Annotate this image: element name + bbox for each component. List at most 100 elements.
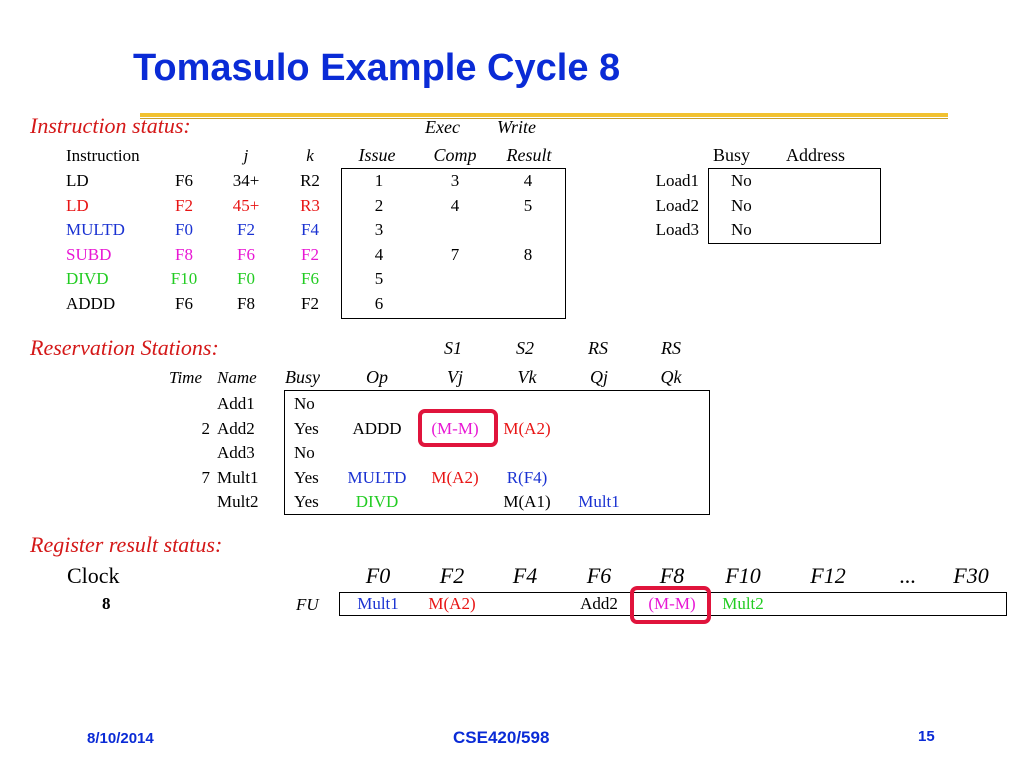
- col-vj-header: Vj: [447, 367, 463, 387]
- rs-vk: M(A1): [503, 492, 551, 512]
- instruction-dest: F10: [170, 269, 198, 289]
- register-name: F2: [439, 563, 465, 588]
- exec-comp-cycle: 3: [450, 171, 460, 190]
- register-fu: Mult2: [722, 594, 764, 613]
- title-rule: [140, 113, 948, 117]
- issue-cycle: 2: [374, 195, 384, 215]
- instruction-op: MULTD: [66, 220, 125, 240]
- s2-superheader: S2: [516, 338, 534, 358]
- register-name: F12: [810, 563, 846, 588]
- instruction-k: F6: [301, 269, 319, 289]
- issue-cycle: 5: [374, 269, 384, 289]
- issue-cycle: 4: [374, 244, 384, 264]
- instruction-status-heading: Instruction status:: [30, 113, 191, 138]
- load-buffer-busy: No: [731, 171, 752, 190]
- load-buffer-name: Load2: [655, 195, 699, 215]
- title-rule-shadow: [140, 118, 948, 119]
- rs-busy: Yes: [294, 492, 319, 512]
- instruction-j: F0: [237, 269, 255, 289]
- load-address-header: Address: [786, 145, 845, 165]
- register-status-heading: Register result status:: [30, 532, 223, 557]
- footer-page-number: 15: [918, 728, 935, 745]
- instruction-op: LD: [66, 171, 89, 190]
- instruction-j: F6: [237, 244, 255, 264]
- rs-qj: Mult1: [578, 492, 620, 512]
- instruction-op: LD: [66, 195, 89, 215]
- rs-busy: No: [294, 443, 315, 463]
- load-buffer-name: Load3: [655, 220, 699, 240]
- footer-course: CSE420/598: [453, 728, 550, 747]
- instruction-j: F2: [237, 220, 255, 240]
- col-k-header: k: [306, 146, 314, 165]
- col-busy-header: Busy: [285, 367, 320, 387]
- register-name: ...: [899, 563, 917, 588]
- issue-cycle: 1: [374, 171, 384, 190]
- instruction-j: 45+: [232, 195, 260, 215]
- instruction-dest: F6: [175, 294, 193, 313]
- rs1-superheader: RS: [588, 338, 608, 358]
- rs-vk: M(A2): [503, 418, 551, 438]
- instruction-k: R3: [300, 195, 320, 215]
- instruction-j: F8: [237, 294, 255, 313]
- rs-busy: No: [294, 394, 315, 413]
- register-fu: Add2: [580, 594, 618, 613]
- instruction-k: R2: [300, 171, 320, 190]
- write-result-cycle: 5: [523, 195, 533, 215]
- load-busy-header: Busy: [713, 145, 751, 165]
- instruction-k: F2: [301, 244, 319, 264]
- reservation-stations-heading: Reservation Stations:: [30, 335, 219, 360]
- load-buffer-busy: No: [731, 195, 752, 215]
- exec-comp-cycle: 7: [450, 244, 460, 264]
- col-vk-header: Vk: [517, 367, 537, 387]
- instruction-dest: F2: [175, 195, 193, 215]
- vj-highlight: [418, 409, 498, 447]
- col-qk-header: Qk: [660, 367, 682, 387]
- rs-name: Mult1: [217, 467, 259, 487]
- instruction-status-box: [341, 168, 566, 319]
- register-name: F30: [953, 563, 989, 588]
- s1-superheader: S1: [444, 338, 462, 358]
- register-name: F10: [725, 563, 761, 588]
- rs2-superheader: RS: [661, 338, 681, 358]
- rs-op: ADDD: [352, 418, 402, 438]
- clock-value: 8: [102, 594, 111, 613]
- register-name: F8: [659, 563, 685, 588]
- rs-busy: Yes: [294, 467, 319, 487]
- issue-cycle: 3: [374, 220, 384, 240]
- reservation-station-box: [284, 390, 710, 515]
- load-buffer-name: Load1: [655, 171, 699, 190]
- col-issue-header: Issue: [358, 145, 396, 165]
- rs-busy: Yes: [294, 418, 319, 438]
- register-name: F6: [586, 563, 612, 588]
- rs-vk: R(F4): [506, 467, 548, 487]
- write-superheader: Write: [497, 117, 536, 137]
- register-status-box: [339, 592, 1007, 616]
- register-fu: Mult1: [357, 594, 399, 613]
- col-comp-header: Comp: [433, 145, 477, 165]
- slide-title: Tomasulo Example Cycle 8: [133, 47, 621, 89]
- rs-op: DIVD: [355, 492, 399, 512]
- rs-time: 7: [201, 467, 211, 487]
- instruction-dest: F8: [175, 244, 193, 264]
- rs-vj: (M-M): [431, 418, 479, 438]
- rs-name: Add3: [217, 443, 255, 463]
- instruction-op: ADDD: [66, 294, 116, 313]
- register-name: F4: [512, 563, 538, 588]
- instruction-k: F4: [301, 220, 319, 240]
- issue-cycle: 6: [374, 294, 384, 313]
- register-name: F0: [365, 563, 391, 588]
- col-instruction-header: Instruction: [66, 146, 140, 165]
- rs-name: Mult2: [217, 492, 259, 512]
- register-fu: (M-M): [648, 594, 696, 613]
- f8-highlight: [630, 586, 711, 624]
- rs-vj: M(A2): [431, 467, 479, 487]
- fu-label: FU: [296, 595, 319, 614]
- col-result-header: Result: [506, 145, 552, 165]
- col-j-header: j: [243, 146, 249, 165]
- clock-label: Clock: [67, 563, 120, 588]
- write-result-cycle: 8: [523, 244, 533, 264]
- col-time-header: Time: [168, 368, 202, 387]
- instruction-op: SUBD: [66, 244, 112, 264]
- exec-comp-cycle: 4: [450, 195, 460, 215]
- instruction-k: F2: [301, 294, 319, 313]
